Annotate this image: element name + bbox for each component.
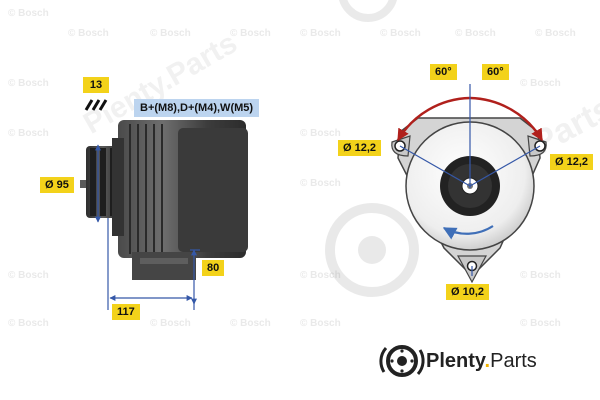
hatch-icon	[84, 99, 108, 111]
brand-suffix: Parts	[490, 350, 537, 372]
code-13-label: 13	[83, 77, 109, 93]
angle-left-label: 60°	[430, 64, 457, 80]
housing-fins	[129, 124, 163, 254]
mounting-foot-slot	[140, 258, 188, 264]
brake-disc-icon	[379, 345, 425, 377]
diameter-95-label: Ø 95	[40, 177, 74, 193]
terminal-designation-label: B+(M8),D+(M4),W(M5)	[134, 99, 260, 117]
dimension-117	[107, 218, 195, 310]
brake-disc-watermark	[325, 203, 419, 297]
dimension-80-label: 80	[202, 260, 225, 276]
alternator-side-view	[80, 120, 248, 280]
rotation-arrow-icon	[442, 225, 494, 240]
brand-wordmark: Plenty.Parts	[426, 350, 537, 373]
dimension-117-label: 117	[112, 304, 140, 320]
alternator-rear-cover	[178, 128, 248, 252]
hole-right-diameter-label: Ø 12,2	[550, 154, 594, 170]
brake-disc-watermark-top	[339, 0, 397, 22]
brand-name: Plenty	[426, 350, 485, 372]
angle-dimension	[396, 96, 544, 142]
dimension-80	[190, 249, 200, 305]
angle-right-label: 60°	[482, 64, 509, 80]
fan	[112, 138, 124, 236]
mounting-foot	[132, 252, 196, 280]
hole-bottom-diameter-label: Ø 10,2	[446, 284, 490, 300]
angle-reference-lines	[399, 84, 541, 276]
hole-left-diameter-label: Ø 12,2	[338, 140, 382, 156]
brand-dot: .	[484, 350, 491, 372]
